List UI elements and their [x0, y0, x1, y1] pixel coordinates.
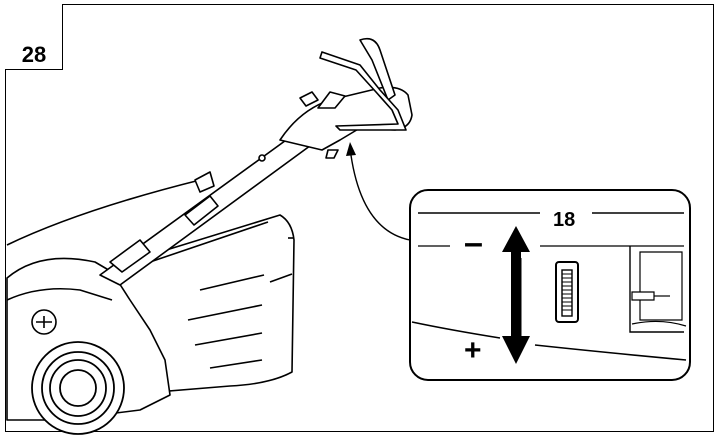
front-wheel [31, 341, 125, 435]
part-number-label: 18 [553, 209, 576, 231]
figure-number-box: 28 [5, 4, 63, 70]
side-knob [31, 309, 57, 335]
detail-inset [409, 189, 691, 381]
leader-line [349, 147, 411, 241]
double-arrow [502, 226, 530, 364]
leader-arrowhead [346, 142, 356, 156]
plus-label: + [464, 334, 482, 367]
figure-number: 28 [21, 42, 47, 67]
minus-label: – [464, 224, 483, 262]
mower-handle [99, 37, 413, 286]
